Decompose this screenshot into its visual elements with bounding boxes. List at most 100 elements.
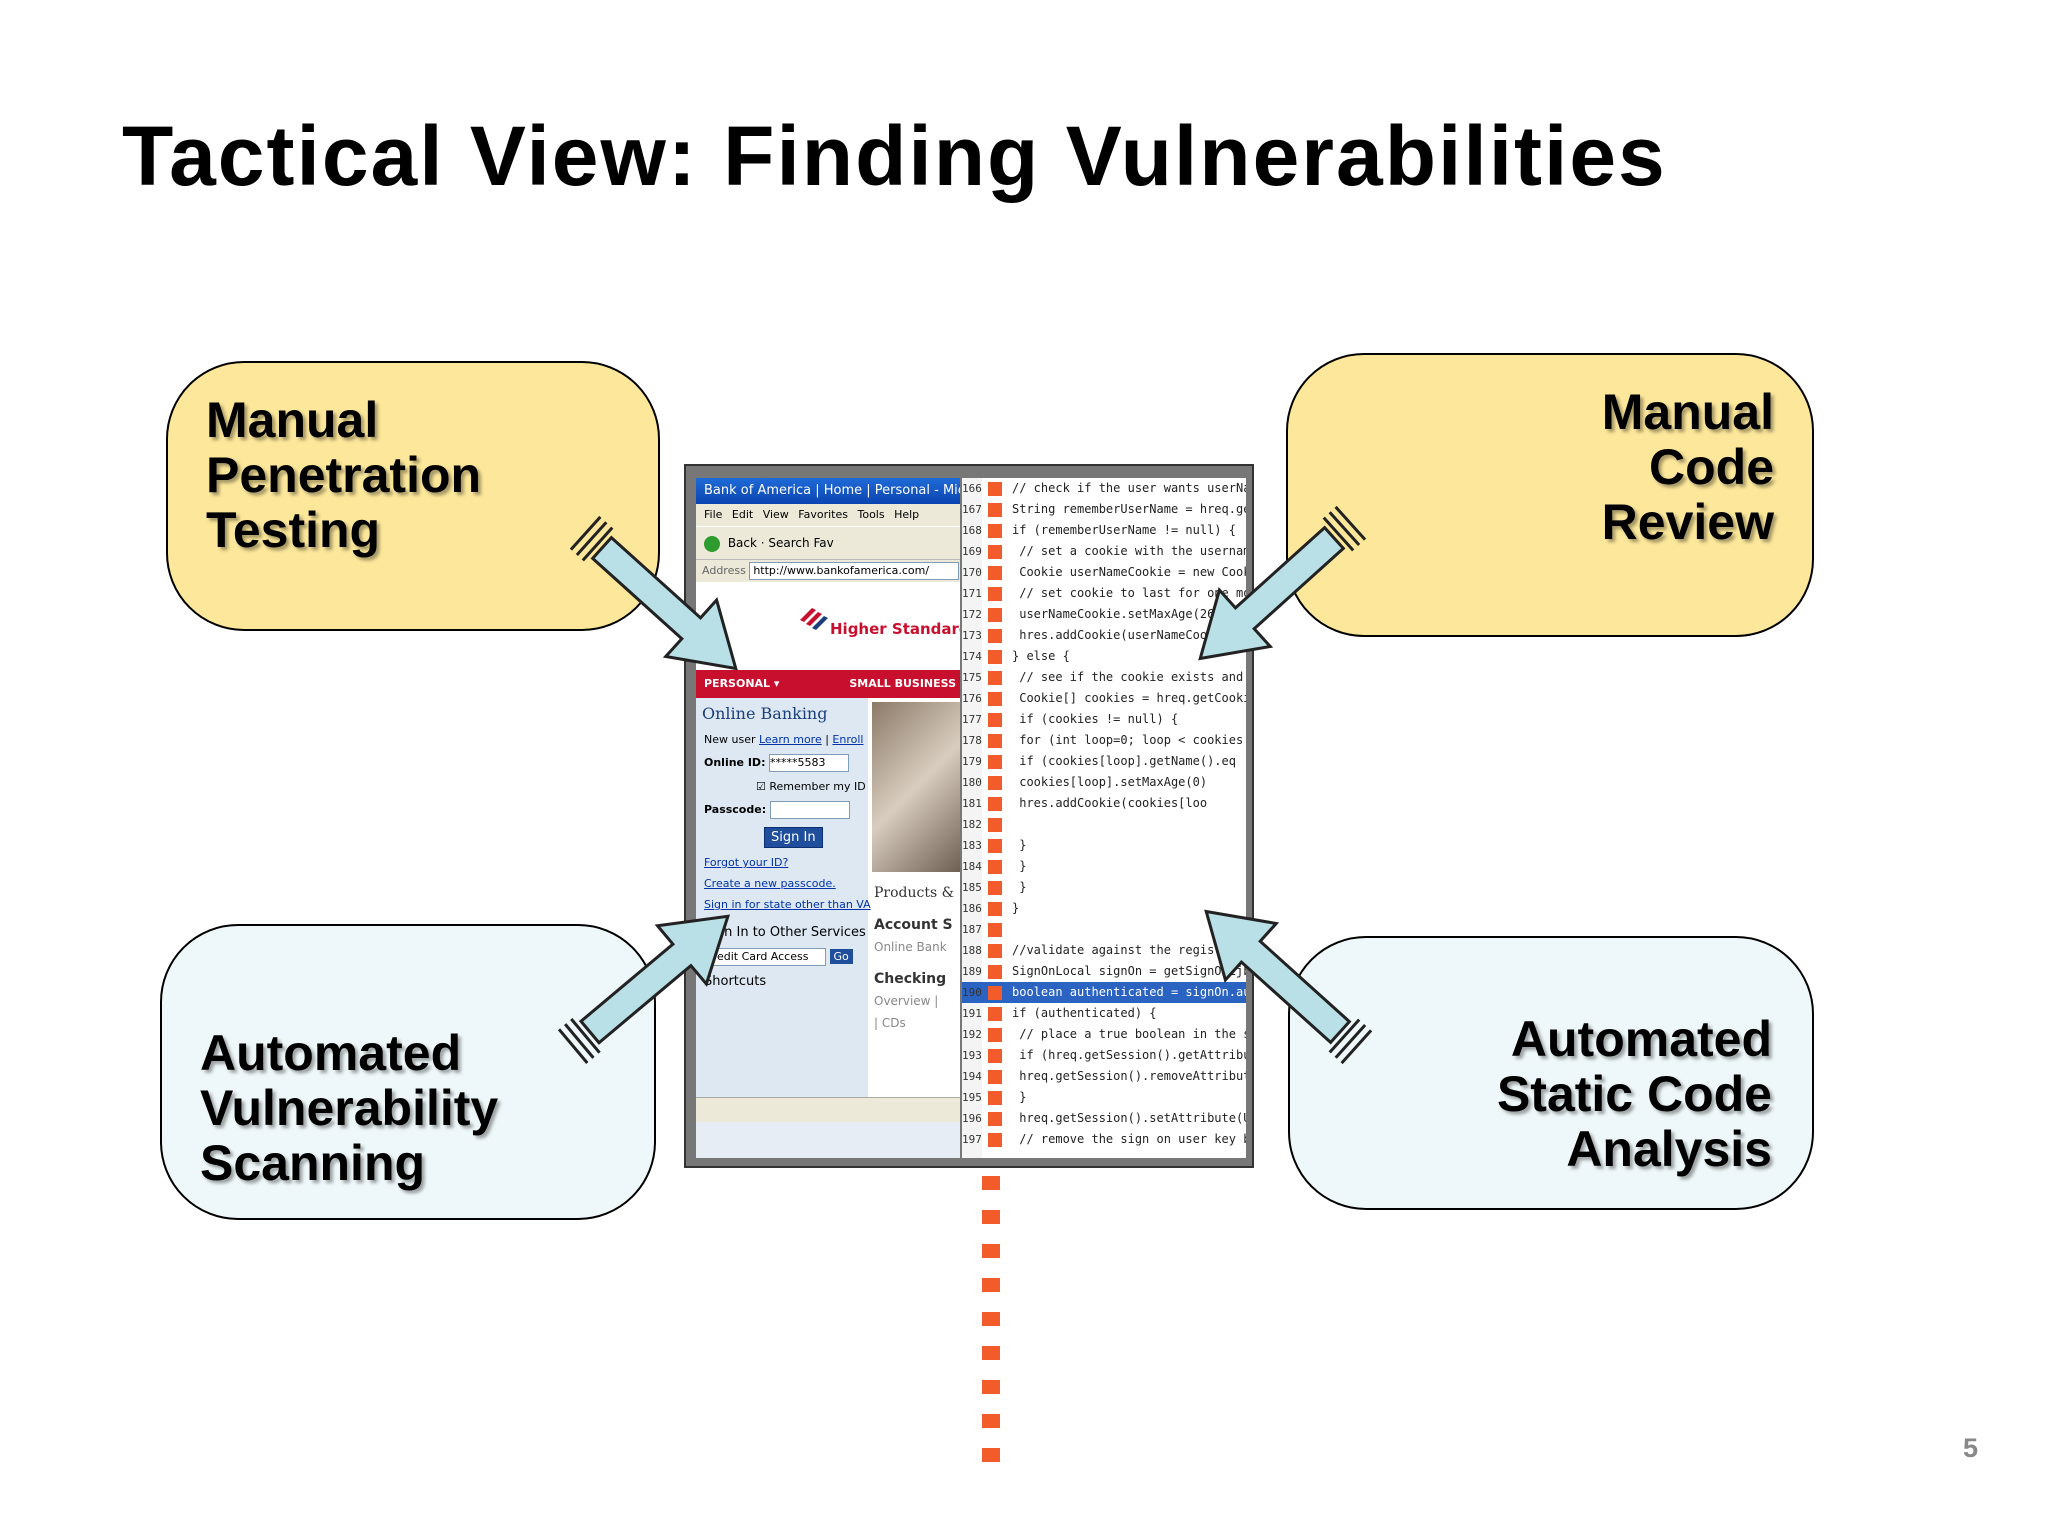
label-line: Automated	[200, 1025, 462, 1081]
boa-right-column: Products & Account S Online Bank Checkin…	[874, 882, 954, 1034]
line-number: 189	[962, 965, 982, 978]
create-passcode-row: Create a new passcode.	[696, 873, 868, 894]
dash-marker	[988, 817, 1002, 832]
line-number: 170	[962, 566, 982, 579]
label-line: Automated	[1510, 1011, 1772, 1067]
line-number: 173	[962, 629, 982, 642]
code-text: Cookie[] cookies = hreq.getCookies();	[1019, 691, 1246, 705]
code-text: if (authenticated) {	[1012, 1006, 1157, 1020]
line-number: 183	[962, 839, 982, 852]
spacer	[874, 958, 954, 968]
code-line: 192 // place a true boolean in the sessi…	[962, 1024, 1246, 1045]
dash-marker	[988, 943, 1002, 958]
line-number: 185	[962, 881, 982, 894]
remember-row: ☑ Remember my ID	[696, 776, 868, 797]
label-line: Review	[1601, 494, 1774, 550]
manual-penetration-testing-label: Manual Penetration Testing	[206, 393, 481, 558]
code-line: 172 userNameCookie.setMaxAge(2678400);	[962, 604, 1246, 625]
boa-flag-logo-icon	[800, 608, 828, 630]
passcode-label: Passcode:	[704, 803, 767, 816]
sign-in-row: Sign In	[696, 823, 868, 852]
dash-segment	[982, 1176, 1000, 1190]
checking-heading: Checking	[874, 971, 947, 987]
account-heading: Account S	[874, 917, 953, 933]
dash-marker	[988, 838, 1002, 853]
code-line: 186}	[962, 898, 1246, 919]
code-text: boolean authenticated = signOn.authentic…	[1012, 985, 1246, 999]
code-line: 176 Cookie[] cookies = hreq.getCookies()…	[962, 688, 1246, 709]
label-line: Penetration	[206, 447, 482, 503]
browser-address-bar: Address http://www.bankofamerica.com/	[696, 559, 960, 582]
code-line: 197 // remove the sign on user key befor…	[962, 1129, 1246, 1150]
code-line: 191 if (authenticated) {	[962, 1003, 1246, 1024]
dash-marker	[988, 901, 1002, 916]
dash-segment	[982, 1244, 1000, 1258]
line-number: 187	[962, 923, 982, 936]
code-text: // remove the sign on user key before	[1019, 1132, 1246, 1146]
dash-segment	[982, 1346, 1000, 1360]
code-text: // place a true boolean in the session	[1019, 1027, 1246, 1041]
back-icon	[704, 535, 720, 552]
label-line: Manual	[1601, 384, 1774, 440]
enroll-link: Enroll	[832, 733, 864, 746]
code-line: 180 cookies[loop].setMaxAge(0)	[962, 772, 1246, 793]
dash-marker	[988, 628, 1002, 643]
code-text: Cookie userNameCookie = new Cookie(COOKI	[1019, 565, 1246, 579]
dash-marker	[988, 502, 1002, 517]
automated-vulnerability-scanning-label: Automated Vulnerability Scanning	[200, 1026, 498, 1191]
code-line: 182	[962, 814, 1246, 835]
automated-vulnerability-scanning-box: Automated Vulnerability Scanning	[160, 924, 656, 1220]
dash-marker	[988, 754, 1002, 769]
code-text: String rememberUserName = hreq.getParame…	[1012, 502, 1246, 516]
line-number: 194	[962, 1070, 982, 1083]
dash-marker	[988, 1006, 1002, 1021]
code-editor: 166 // check if the user wants userName s…	[962, 478, 1246, 1158]
code-line: 166 // check if the user wants userName s…	[962, 478, 1246, 499]
code-text: userNameCookie.setMaxAge(2678400);	[1012, 607, 1246, 621]
line-number: 177	[962, 713, 982, 726]
browser-toolbar: Back · Search Fav	[696, 526, 960, 559]
dash-marker	[988, 691, 1002, 706]
line-number: 166	[962, 482, 982, 495]
line-number: 195	[962, 1091, 982, 1104]
sign-in-state-link: Sign in for state other than VA	[704, 898, 871, 911]
code-text: if (rememberUserName != null) {	[1012, 523, 1236, 537]
line-number: 186	[962, 902, 982, 915]
code-text: }	[1012, 838, 1027, 852]
dash-marker	[988, 775, 1002, 790]
code-text: for (int loop=0; loop < cookies.le	[1012, 733, 1246, 747]
dash-marker	[988, 859, 1002, 874]
automated-static-code-analysis-label: Automated Static Code Analysis	[1497, 1012, 1772, 1177]
other-services-heading: Sign In to Other Services	[704, 925, 866, 940]
dash-marker	[988, 586, 1002, 601]
line-number: 191	[962, 1007, 982, 1020]
code-text: // check if the user wants userName set …	[1012, 481, 1246, 495]
code-line: 175 // see if the cookie exists and remo…	[962, 667, 1246, 688]
manual-code-review-box: Manual Code Review	[1286, 353, 1814, 637]
nav-personal: PERSONAL ▾	[704, 677, 780, 690]
browser-window: Bank of America | Home | Personal - Micr…	[696, 478, 960, 1158]
code-text: if (cookies[loop].getName().eq	[1012, 754, 1236, 768]
boa-slogan: Higher Standards	[830, 620, 960, 638]
code-line: 195 }	[962, 1087, 1246, 1108]
create-passcode-link: Create a new passcode.	[704, 877, 836, 890]
dash-marker	[988, 1027, 1002, 1042]
dash-segment	[982, 1210, 1000, 1224]
dash-segment	[982, 1448, 1000, 1462]
toolbar-text: Back · Search Fav	[727, 536, 834, 550]
code-line: 183 }	[962, 835, 1246, 856]
online-banking-heading: Online Banking	[702, 704, 828, 723]
code-text: // set a cookie with the username in it	[1019, 544, 1246, 558]
credit-card-select: Credit Card Access	[704, 948, 826, 966]
new-user-text: New user	[704, 733, 756, 746]
code-text: }	[1012, 880, 1027, 894]
code-line: 178 for (int loop=0; loop < cookies.le	[962, 730, 1246, 751]
line-number: 196	[962, 1112, 982, 1125]
dash-segment	[982, 1312, 1000, 1326]
go-button: Go	[829, 949, 853, 964]
dash-marker	[988, 649, 1002, 664]
dash-marker	[988, 565, 1002, 580]
line-number: 169	[962, 545, 982, 558]
manual-code-review-label: Manual Code Review	[1602, 385, 1774, 550]
